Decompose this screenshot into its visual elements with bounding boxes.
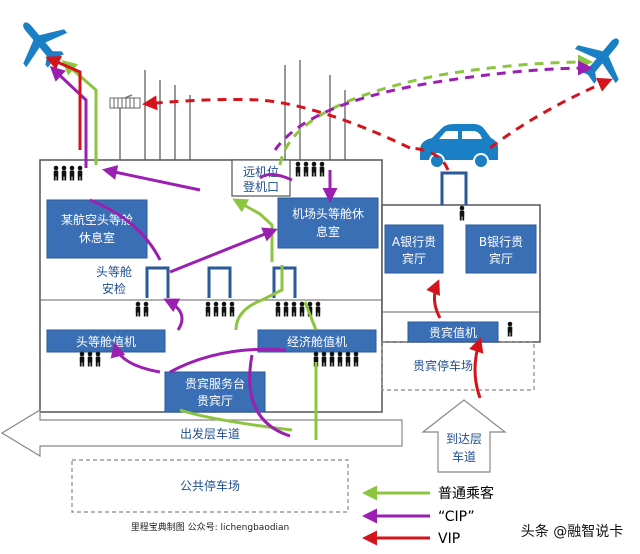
airport-first-lounge-label: 机场头等舱休: [292, 207, 364, 221]
bank-b-label-2: 宾厅: [489, 251, 513, 266]
public-parking-label: 公共停车场: [180, 478, 240, 493]
first-checkin-label: 头等舱值机: [76, 334, 136, 349]
legend-label-regular: 普通乘客: [438, 485, 494, 502]
arrival-road-label-2: 车道: [452, 449, 476, 464]
vip-checkin: [407, 321, 499, 343]
first-checkin: [46, 329, 166, 353]
airline-first-lounge: [46, 199, 148, 259]
gate-frame-icon: [145, 266, 297, 298]
credit-text: 里程宝典制图 公众号: lichengbaodian: [131, 521, 290, 533]
airport-first-lounge: [277, 197, 379, 249]
bank-a-label: A银行贵: [392, 235, 436, 249]
vip-parking-label: 贵宾停车场: [413, 358, 473, 373]
bank-a-lounge: [384, 224, 444, 274]
bank-b-label: B银行贵: [479, 235, 523, 249]
vip-service-desk-label: 贵宾服务台: [185, 376, 245, 391]
departure-road: [0, 408, 403, 458]
airline-first-lounge-label: 某航空头等舱: [61, 212, 133, 227]
arrival-road-label: 到达层: [446, 432, 482, 446]
bank-a-label-2: 宾厅: [402, 251, 426, 266]
car-icon: [420, 124, 498, 169]
public-parking: [71, 459, 349, 513]
first-security-label: 头等舱: [96, 265, 132, 279]
legend-label-cip: “CIP”: [438, 509, 475, 525]
arrival-road: [421, 399, 507, 473]
vip-passenger-flow: [45, 55, 613, 399]
stairs-icon: [109, 97, 141, 109]
vip-parking-area: [381, 341, 535, 391]
watermark-text: 头条 @融智说卡: [521, 523, 623, 540]
legend: 普通乘客 “CIP” VIP: [362, 485, 494, 547]
cip-passenger-flow: [49, 60, 593, 438]
departure-road-label: 出发层车道: [180, 426, 240, 441]
airline-first-lounge-label-2: 休息室: [79, 230, 115, 245]
vip-service-desk-label-2: 贵宾厅: [197, 393, 233, 408]
gate-frame-icon: [440, 171, 468, 205]
remote-stand-label-2: 登机口: [243, 179, 279, 194]
vip-checkin-label: 贵宾值机: [429, 325, 477, 340]
airport-first-lounge-label-2: 息室: [316, 224, 340, 239]
legend-label-vip: VIP: [438, 531, 460, 547]
economy-checkin-label: 经济舱值机: [287, 334, 347, 349]
first-security-label-2: 安检: [102, 281, 126, 296]
jet-bridges: [119, 60, 346, 160]
bank-b-lounge: [465, 224, 537, 274]
